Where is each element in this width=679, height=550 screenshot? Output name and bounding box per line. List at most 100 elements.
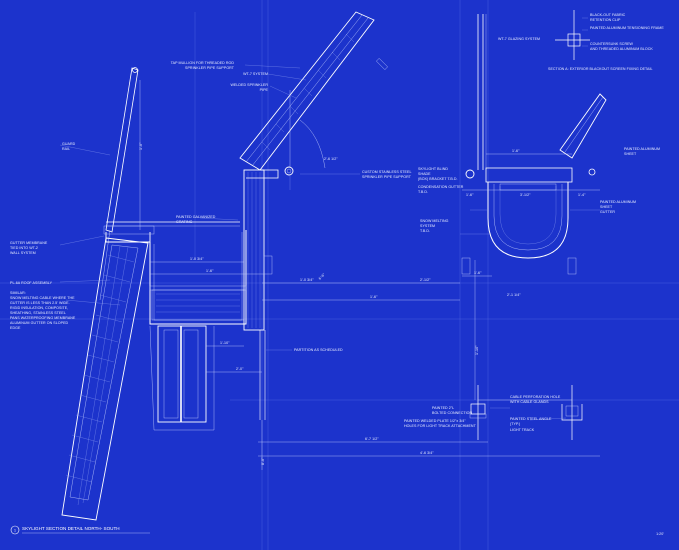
dim-d9: 1'-10" xyxy=(475,345,479,355)
label-section-a: SECTION A: EXTERIOR BLACKOUT SCREEN FIXI… xyxy=(548,67,653,71)
light-track-detail xyxy=(469,385,583,440)
sprinkler-pipe-circle xyxy=(284,166,294,176)
guard-rail xyxy=(105,67,139,233)
annotation-labels: GUARD RAIL TAP MULLION FOR THREADED ROD … xyxy=(10,13,664,432)
sheet-scale: 1:20' xyxy=(656,532,664,536)
label-painted-angle-1: (TYP.) xyxy=(510,422,520,426)
sloped-glazing xyxy=(239,11,388,179)
dim-d16: 3'-1/2" xyxy=(520,193,531,197)
leader-lines xyxy=(59,64,360,351)
label-wt7-system: WT-7 SYSTEM xyxy=(243,72,268,76)
right-gutter-detail xyxy=(460,14,607,275)
dim-d7: 1'-6" xyxy=(370,295,378,299)
label-pl-roof: PL-6A ROOF ASSEMBLY xyxy=(10,281,53,285)
label-similar-6: ALUMINUM GUTTER ON SLOPED xyxy=(10,321,69,325)
label-blackout-4: AND THREADED ALUMINUM BLOCK xyxy=(590,47,653,51)
label-custom-steel-2: SPRINKLER PIPE SUPPORT xyxy=(362,175,412,179)
label-similar-1: SNOW MELTING CABLE WHERE THE xyxy=(10,296,75,300)
box-gutter-structure xyxy=(149,169,273,470)
label-tap-mullion-1: TAP MULLION FOR THREADED ROD xyxy=(171,61,235,65)
sloped-roof-assembly xyxy=(61,67,240,521)
label-guard-rail-2: RAIL xyxy=(62,147,70,151)
dimension-lines xyxy=(139,80,600,457)
u-gutter xyxy=(487,182,569,259)
label-snow-melting-1: SYSTEM xyxy=(420,224,435,228)
dim-d12: 4'-6 3/4" xyxy=(420,451,434,455)
label-painted-alum-sheet-1: PAINTED ALUMINUM xyxy=(624,147,660,151)
dim-d3: 1'-6" xyxy=(206,269,214,273)
label-painted-gutter-0: PAINTED ALUMINUM xyxy=(600,200,636,204)
dim-d2: 1'-0 3/4" xyxy=(190,257,204,261)
label-cable-perf-0: CABLE PERFORATION HOLE xyxy=(510,395,561,399)
dim-d14: 1'-6" xyxy=(512,149,520,153)
label-skylight-blind-1: SHADE xyxy=(418,172,431,176)
label-custom-steel-1: CUSTOM STAINLESS STEEL xyxy=(362,170,412,174)
label-tap-mullion-2: SPRINKLER PIPE SUPPORT xyxy=(185,66,235,70)
label-painted-galv-1: PAINTED GALVANIZED xyxy=(176,215,216,219)
dim-d20: 2'-6 1/2" xyxy=(324,157,338,161)
label-similar-7: EDGE xyxy=(10,326,21,330)
detail-number: 1 xyxy=(14,529,16,533)
label-similar-0: SIMILAR: xyxy=(10,291,26,295)
beam-section xyxy=(157,325,207,423)
label-painted-gutter-2: GUTTER xyxy=(600,210,615,214)
detail-number-circle xyxy=(10,525,20,535)
wall-column xyxy=(243,169,265,331)
label-snow-melting-0: SNOW MELTING xyxy=(420,219,449,223)
label-blackout-0: BLACK-OUT FABRIC xyxy=(590,13,626,17)
dim-d5: 1'-10" xyxy=(220,341,230,345)
label-gutter-membrane-1: GUTTER MEMBRANE xyxy=(10,241,48,245)
label-wt7-glazing: WT-7 GLAZING SYSTEM xyxy=(498,37,540,41)
detail-title: SKYLIGHT SECTION DETAIL NORTH- SOUTH xyxy=(22,526,120,531)
dim-d8: 2'-1/2" xyxy=(420,278,431,282)
dim-d4: 1'-0 3/4" xyxy=(300,278,314,282)
dim-d10: 2'-1 1/4" xyxy=(507,293,521,297)
dimension-labels: 1'-0" 1'-0 3/4" 1'-6" 1'-0 3/4" 1'-10" 2… xyxy=(139,142,586,465)
dim-d1: 1'-0" xyxy=(139,142,143,150)
sloped-glazing-panel xyxy=(239,11,375,171)
sloped-roof-section xyxy=(61,237,149,521)
label-painted-gutter-1: SHEET xyxy=(600,205,613,209)
dim-d18: 8'-0" xyxy=(261,457,265,465)
blind-box-circle xyxy=(465,169,475,179)
label-painted-alum-sheet-2: SHEET xyxy=(624,152,637,156)
label-similar-5: PANS WATERPROOFING MEMBRANE xyxy=(10,316,76,320)
dim-d15: 1'-6" xyxy=(466,193,474,197)
label-welded-sprinkler-1: WELDED SPRINKLER xyxy=(230,83,268,87)
label-similar-4: SHEATHING, STAINLESS STEEL xyxy=(10,311,66,315)
label-snow-melting-2: T.B.D. xyxy=(420,229,430,233)
label-guard-rail-1: GUARD xyxy=(62,142,76,146)
label-welded-plate-0: PAINTED WELDED PLATE 1/2"x 3/4" xyxy=(404,419,466,423)
label-similar-2: GUTTER IS LESS THAN 2.5' WIDE. xyxy=(10,301,70,305)
dim-d6: 2'-0" xyxy=(236,367,244,371)
label-cable-perf-1: WITH CABLE GLANDS xyxy=(510,400,549,404)
label-painted-angle-0: PAINTED STEEL ANGLE xyxy=(510,417,552,421)
label-light-track: LIGHT TRACK xyxy=(510,428,535,432)
right-sloped-glazing xyxy=(559,93,607,159)
label-blackout-2: PAINTED ALUMINUM TENSIONING FRAME xyxy=(590,26,664,30)
label-condensation-0: CONDENSATION GUTTER xyxy=(418,185,464,189)
dim-d19: 1'-6" xyxy=(474,271,482,275)
label-skylight-blind-2: (BOX) BRACKET T.B.D. xyxy=(418,177,458,181)
label-condensation-1: T.B.D. xyxy=(418,190,428,194)
dim-d17: 1'-4" xyxy=(578,193,586,197)
blackout-screen-detail xyxy=(555,10,590,60)
dim-d13: 6'-6" xyxy=(318,272,327,281)
label-similar-3: RIGID INSULATION, COMPOSITE, xyxy=(10,306,68,310)
label-blackout-1: RETENTION CLIP xyxy=(590,18,621,22)
label-painted-galv-2: GRATING xyxy=(176,220,193,224)
label-gutter-membrane-3: WALL SYSTEM xyxy=(10,251,36,255)
label-blackout-3: COUNTERSUNK SCREW xyxy=(590,42,634,46)
label-gutter-membrane-2: TIED INTO WT-2 xyxy=(10,246,38,250)
label-painted-2l-0: PAINTED 2"L xyxy=(432,406,454,410)
label-skylight-blind-0: SKYLIGHT BLIND xyxy=(418,167,448,171)
dim-d11: 6'-7 1/2" xyxy=(365,437,379,441)
title-block: 1 SKYLIGHT SECTION DETAIL NORTH- SOUTH 1… xyxy=(10,525,664,536)
label-welded-plate-1: HOLES FOR LIGHT TRACK ATTACHMENT xyxy=(404,424,477,428)
label-partition: PARTITION AS SCHEDULED xyxy=(294,348,343,352)
label-welded-sprinkler-2: PIPE xyxy=(260,88,269,92)
label-painted-2l-1: BOLTED CONNECTION xyxy=(432,411,472,415)
